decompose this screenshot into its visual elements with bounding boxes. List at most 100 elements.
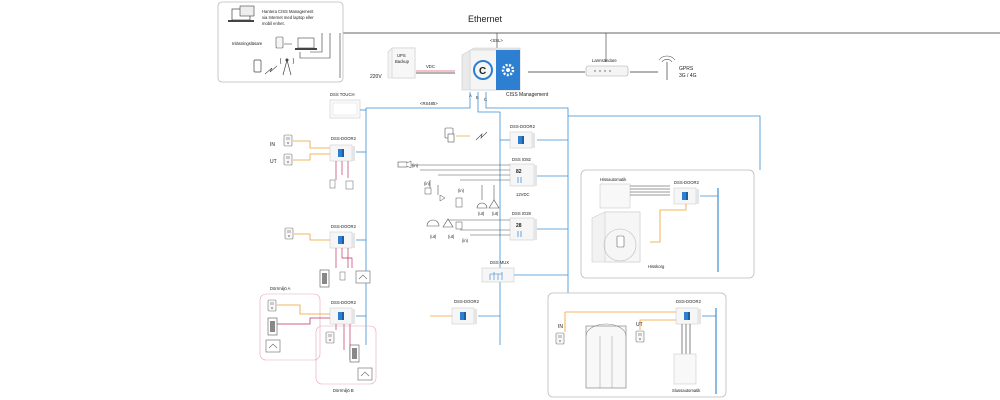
io82-tag-5: (ut) [492, 211, 499, 216]
door3-label: DSS-DOOR2 [331, 300, 357, 305]
laptop-small-icon [295, 37, 317, 50]
io28-label: DSS IO28 [512, 211, 532, 216]
bus-c-line [485, 92, 569, 300]
airlock-ut-label: UT [636, 322, 643, 328]
lift-car [591, 211, 641, 263]
airlock-revolving-door [585, 323, 627, 389]
router-label: Larmsändare [592, 58, 617, 63]
gear-icon [501, 63, 515, 77]
center-door-label: DSS-DOOR2 [510, 124, 536, 129]
dss-touch-panel [329, 99, 361, 119]
io28-output-icons [426, 218, 463, 230]
ciss-label: CISS Management [506, 92, 549, 98]
lift-door-label: DSS-DOOR2 [674, 180, 700, 185]
monitor-icon [239, 5, 255, 17]
door2-lock [319, 269, 330, 288]
center-bottom-door-label: DSS-DOOR2 [454, 299, 480, 304]
io82-tag-4: (ut) [478, 211, 485, 216]
io82-tag-2: (in) [424, 181, 431, 186]
ups-label: UPS [397, 53, 406, 58]
door3-panel-b [357, 367, 373, 381]
io28-tag-2: (ut) [448, 234, 455, 239]
dss-touch-label: DSS TOUCH [330, 92, 355, 97]
siren-icons [476, 199, 500, 209]
center-door-controller [509, 131, 536, 149]
gprs-label: GPRS [679, 66, 694, 72]
sensor-icons [424, 187, 463, 208]
mux-module [481, 267, 515, 283]
camera-icon [397, 160, 412, 169]
door1-ut-label: UT [270, 159, 277, 165]
io28-tag-1: (ut) [430, 234, 437, 239]
ups-backup-label: Backup [395, 59, 410, 64]
rs485-label: <RS485> [420, 101, 438, 106]
remote-management-box: Hantera CISS Management via Internet med… [217, 1, 344, 83]
airlock-reader-out [635, 330, 645, 343]
airlock-automation-cabinet [673, 353, 697, 385]
bus-b-line [477, 92, 501, 345]
phone-icon [253, 59, 262, 73]
airlock-in-label: IN [558, 324, 563, 330]
door2-reader [284, 227, 294, 240]
ciss-port-c: C [484, 97, 487, 102]
remote-text-2: via Internet med laptop eller [262, 15, 314, 20]
lift-automation-label: Hissautomatik [600, 177, 627, 182]
gprs-antenna-icon [658, 55, 676, 80]
airlock-door-controller [675, 307, 702, 325]
ciss-port-b: B [476, 95, 479, 100]
lock-zone-a-label: Dörrmiljö A [270, 286, 291, 291]
door2-exit-button [355, 270, 371, 284]
gprs-speed: 3G / 4G [679, 73, 697, 79]
lock-zone-b-label: Dörrmiljö B [333, 388, 354, 393]
door3-reader-a [267, 299, 277, 312]
door1-reader-in [283, 134, 293, 147]
ups-vdc: VDC [426, 64, 435, 69]
ups-220v: 220V [370, 74, 382, 80]
door3-reader-b [325, 331, 335, 344]
enroll-reader-label: Inläsningsläsare [232, 41, 263, 46]
ciss-server: C [461, 47, 521, 91]
io28-number: 28 [516, 223, 522, 229]
ssl-label: <SSL> [490, 38, 503, 43]
io82-12vdc: 12VDC [516, 192, 530, 197]
door1-reader-out [283, 153, 293, 166]
lift-automation-cabinet [599, 183, 631, 209]
lock-zone-a [259, 293, 321, 361]
airlock-automation-label: Slussautomatik [672, 388, 701, 393]
door1-label: DSS-DOOR2 [331, 136, 357, 141]
door1-lock-icons [329, 179, 354, 190]
door2-label: DSS-DOOR2 [331, 224, 357, 229]
io82-module [509, 163, 537, 187]
door3-panel-a [265, 339, 281, 353]
io82-number: 82 [516, 169, 522, 175]
mux-label: DSS MUX [490, 260, 509, 265]
ciss-port-a: A [469, 93, 472, 98]
io82-tag-3: (in) [458, 188, 465, 193]
remote-text-1: Hantera CISS Management [262, 9, 314, 14]
io28-tag-3: (in) [462, 238, 469, 243]
airlock-reader-in [555, 332, 565, 345]
remote-text-3: mobil enhet. [262, 21, 285, 26]
door1-controller [329, 144, 356, 162]
io82-label: DSS IO82 [512, 157, 532, 162]
router-icon [585, 65, 629, 77]
door3-lock-b [349, 344, 360, 363]
center-bottom-door-controller [451, 307, 478, 325]
door3-lock-a [267, 317, 278, 336]
enroll-reader-icon [275, 36, 284, 49]
lift-door-controller [673, 187, 700, 205]
airlock-door-label: DSS-DOOR2 [676, 299, 702, 304]
svg-text:C: C [479, 66, 486, 77]
ethernet-title: Ethernet [468, 14, 503, 24]
io28-module [509, 217, 537, 241]
airlock-box [547, 292, 727, 398]
lock-zone-b [315, 325, 377, 385]
ups-unit: UPS Backup [387, 47, 416, 79]
door1-in-label: IN [270, 142, 275, 148]
antenna-icon [280, 57, 294, 76]
io82-tag-1: (in) [412, 163, 419, 168]
lift-car-label: Hisskorg [648, 264, 665, 269]
wireless-reader-icon [444, 127, 455, 143]
door3-controller [329, 307, 356, 325]
